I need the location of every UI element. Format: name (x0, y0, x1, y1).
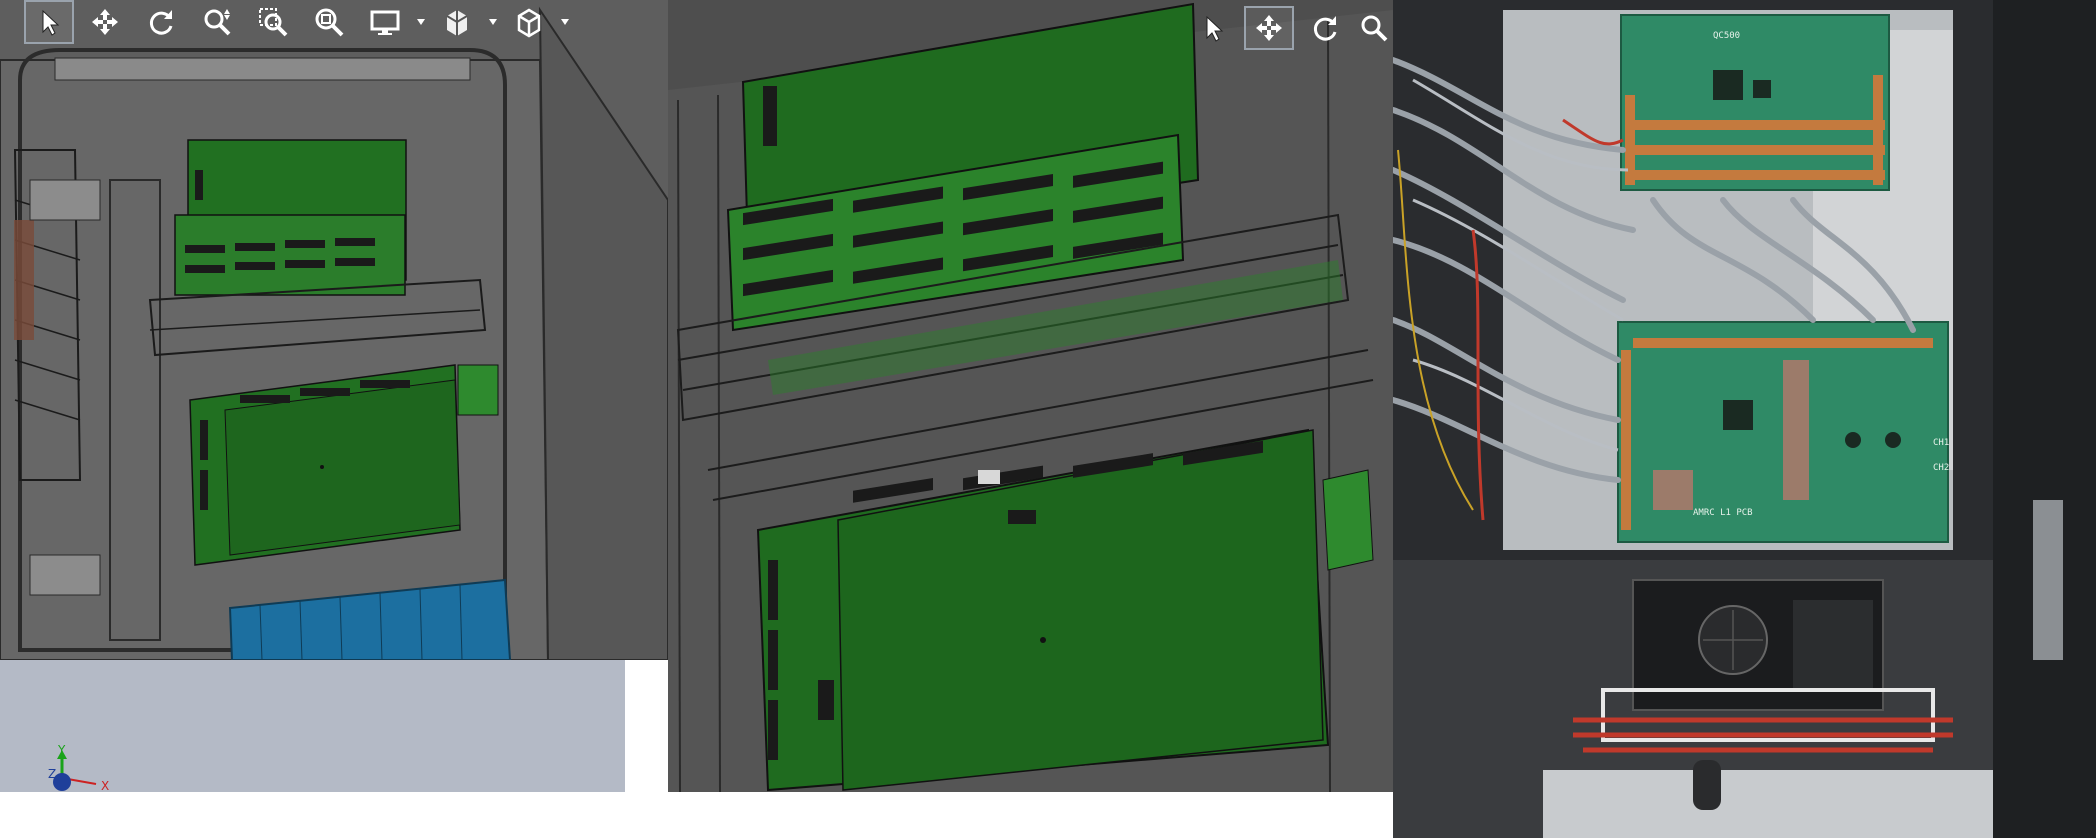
zoom-button[interactable] (192, 0, 242, 44)
pan-icon (1256, 15, 1282, 41)
zoom-window-button[interactable] (248, 0, 298, 44)
axis-z-label: Z (48, 767, 56, 781)
rotate-icon (1313, 16, 1337, 41)
display-mode-icon (370, 10, 400, 35)
cad-viewport-left[interactable] (0, 0, 668, 660)
rotate-button-mid[interactable] (1300, 6, 1350, 50)
select-button-mid[interactable] (1188, 6, 1238, 50)
section-view-button[interactable] (432, 0, 482, 44)
chevron-down-icon (561, 19, 569, 25)
section-view-dropdown[interactable] (488, 0, 498, 44)
rotate-button[interactable] (136, 0, 186, 44)
view-cube-icon (517, 8, 541, 38)
section-view-icon (446, 10, 468, 36)
board-label-ch2: CH2 (1933, 463, 1949, 473)
board-label-top: QC500 (1713, 31, 1740, 41)
axis-triad: Y Z X (48, 743, 109, 792)
zoom-icon (1361, 15, 1388, 42)
chevron-down-icon (489, 19, 497, 25)
chevron-down-icon (417, 19, 425, 25)
zoom-fit-icon (315, 8, 344, 37)
pan-button-mid[interactable] (1244, 6, 1294, 50)
toolbar-left (24, 0, 570, 44)
rotate-icon (149, 10, 173, 35)
display-mode-dropdown[interactable] (416, 0, 426, 44)
select-button[interactable] (24, 0, 74, 44)
zoom-button-mid[interactable] (1356, 6, 1392, 50)
view-cube-dropdown[interactable] (560, 0, 570, 44)
toolbar-middle (1188, 6, 1392, 50)
axis-x-label: X (101, 779, 109, 792)
cabinet-photo-render: QC500 AMRC L1 PCB CH1 CH2 (1393, 0, 2096, 838)
pan-button[interactable] (80, 0, 130, 44)
cabinet-photo: QC500 AMRC L1 PCB CH1 CH2 (1393, 0, 2096, 838)
zoom-fit-button[interactable] (304, 0, 354, 44)
board-label-ch1: CH1 (1933, 438, 1949, 448)
select-icon (42, 9, 60, 36)
axis-y-label: Y (57, 743, 66, 757)
pan-icon (92, 9, 118, 35)
view-cube-button[interactable] (504, 0, 554, 44)
cad-viewport-middle[interactable] (668, 0, 1393, 792)
board-label-bottom: AMRC L1 PCB (1693, 508, 1753, 518)
display-mode-button[interactable] (360, 0, 410, 44)
zoom-icon (204, 9, 231, 36)
zoom-window-icon (259, 8, 288, 37)
select-icon (1206, 15, 1224, 42)
cad-viewport-left-lower[interactable]: Y Z X (0, 660, 625, 792)
cad-scene-middle (668, 0, 1393, 792)
cad-scene-left (0, 0, 668, 660)
